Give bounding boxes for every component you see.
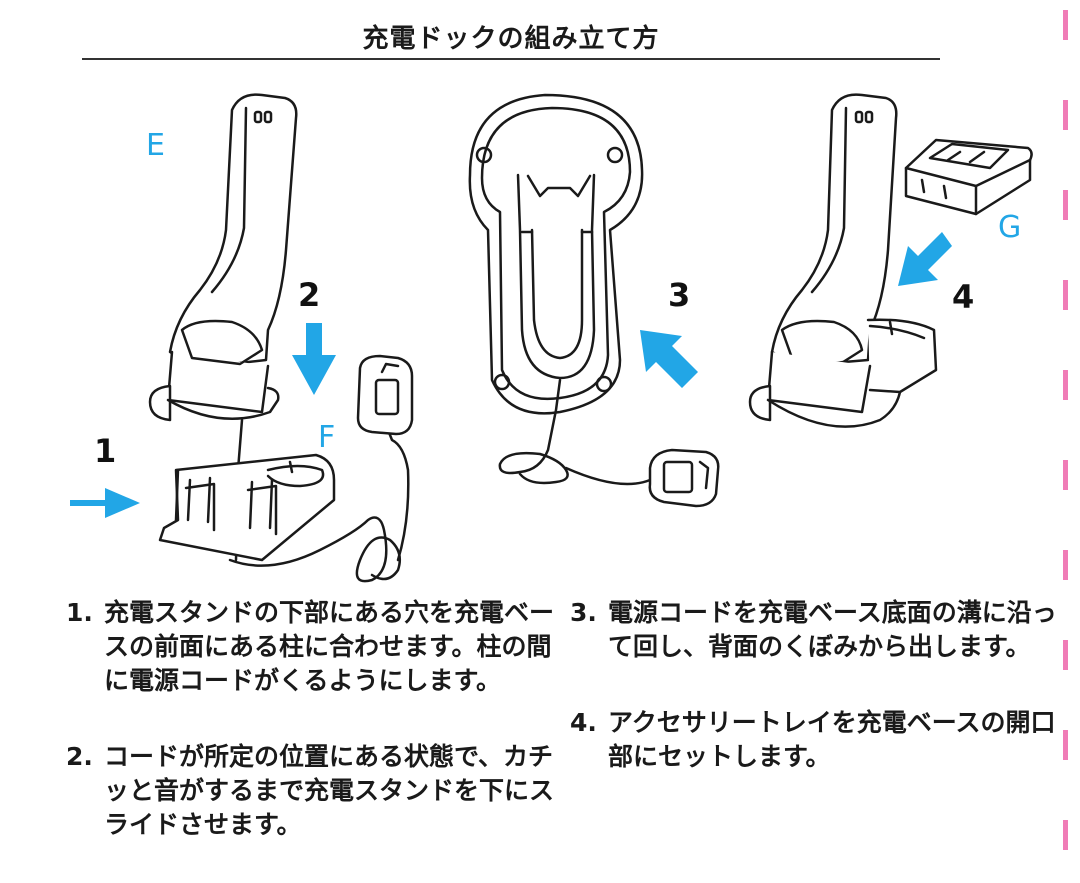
title-divider xyxy=(82,58,940,60)
step-number-2: 2 xyxy=(298,276,321,314)
charging-base-underside-figure-3 xyxy=(468,93,720,508)
step-4-number: 4. xyxy=(570,708,597,737)
assembly-illustration xyxy=(70,93,1033,583)
instruction-step-3: 3. 電源コードを充電ベース底面の溝に沿って回し、背面のくぼみから出します。 xyxy=(570,596,1072,664)
step-2-text: コードが所定の位置にある状態で、カチッと音がするまで充電スタンドを下にスライドさ… xyxy=(104,742,555,839)
charging-base-figure-1 xyxy=(158,354,414,583)
label-g: G xyxy=(998,210,1022,245)
step-3-number: 3. xyxy=(570,598,597,627)
charging-stand-figure-1 xyxy=(148,93,298,562)
page-title: 充電ドックの組み立て方 xyxy=(362,24,660,54)
instruction-step-2: 2. コードが所定の位置にある状態で、カチッと音がするまで充電スタンドを下にスライ… xyxy=(66,740,568,842)
step-4-text: アクセサリートレイを充電ベースの開口部にセットします。 xyxy=(608,708,1056,771)
label-e: E xyxy=(146,128,165,163)
step-number-4: 4 xyxy=(952,278,975,316)
instruction-step-1: 1. 充電スタンドの下部にある穴を充電ベースの前面にある柱に合わせます。柱の間に電… xyxy=(66,596,568,698)
step-3-text: 電源コードを充電ベース底面の溝に沿って回し、背面のくぼみから出します。 xyxy=(608,598,1057,661)
crop-mark-line xyxy=(1063,0,1068,883)
step-1-number: 1. xyxy=(66,598,93,627)
charging-dock-assembled-figure-4 xyxy=(748,93,938,428)
arrow-down-icon xyxy=(292,323,336,395)
step-2-number: 2. xyxy=(66,742,93,771)
accessory-tray-figure-4 xyxy=(904,138,1033,216)
arrow-diagonal-icon xyxy=(640,330,698,388)
arrow-right-icon xyxy=(70,488,140,518)
step-1-text: 充電スタンドの下部にある穴を充電ベースの前面にある柱に合わせます。柱の間に電源コ… xyxy=(104,598,555,695)
step-number-1: 1 xyxy=(94,432,117,470)
instruction-step-4: 4. アクセサリートレイを充電ベースの開口部にセットします。 xyxy=(570,706,1072,774)
step-number-3: 3 xyxy=(668,276,691,314)
arrow-down-left-icon xyxy=(898,232,952,286)
label-f: F xyxy=(318,420,336,455)
